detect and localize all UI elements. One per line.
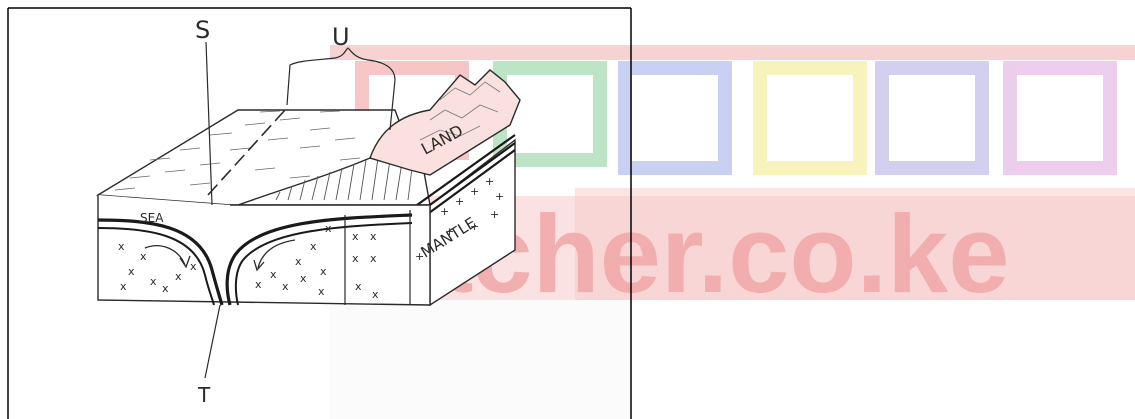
watermark-square-yellow (760, 68, 860, 168)
svg-text:x: x (150, 275, 157, 288)
svg-text:x: x (140, 250, 147, 263)
svg-text:+: + (490, 208, 499, 221)
watermark-band (330, 45, 1135, 60)
svg-text:x: x (352, 252, 359, 265)
svg-text:+: + (485, 175, 494, 188)
svg-text:+: + (470, 185, 479, 198)
svg-text:+: + (455, 195, 464, 208)
svg-text:x: x (372, 288, 379, 301)
svg-text:x: x (175, 270, 182, 283)
svg-text:x: x (162, 282, 169, 295)
svg-text:x: x (118, 240, 125, 253)
svg-text:x: x (295, 255, 302, 268)
paper-fade (330, 300, 630, 419)
svg-text:x: x (370, 230, 377, 243)
svg-text:x: x (370, 252, 377, 265)
svg-text:x: x (318, 285, 325, 298)
svg-text:x: x (128, 265, 135, 278)
svg-text:x: x (120, 280, 127, 293)
svg-text:+: + (495, 190, 504, 203)
watermark-square-purple (882, 68, 982, 168)
label-u: U (332, 23, 350, 51)
watermark-square-blue (625, 68, 725, 168)
svg-text:x: x (270, 268, 277, 281)
svg-text:x: x (325, 222, 332, 235)
svg-text:x: x (282, 280, 289, 293)
svg-text:x: x (352, 230, 359, 243)
svg-text:x: x (190, 260, 197, 273)
watermark-square-pink (1010, 68, 1110, 168)
svg-text:x: x (355, 280, 362, 293)
svg-text:x: x (300, 272, 307, 285)
svg-text:x: x (310, 240, 317, 253)
svg-text:+: + (440, 205, 449, 218)
label-s: S (195, 16, 210, 44)
label-sea: SEA (140, 211, 164, 225)
svg-text:x: x (255, 278, 262, 291)
svg-text:x: x (320, 265, 327, 278)
label-t: T (197, 383, 211, 407)
